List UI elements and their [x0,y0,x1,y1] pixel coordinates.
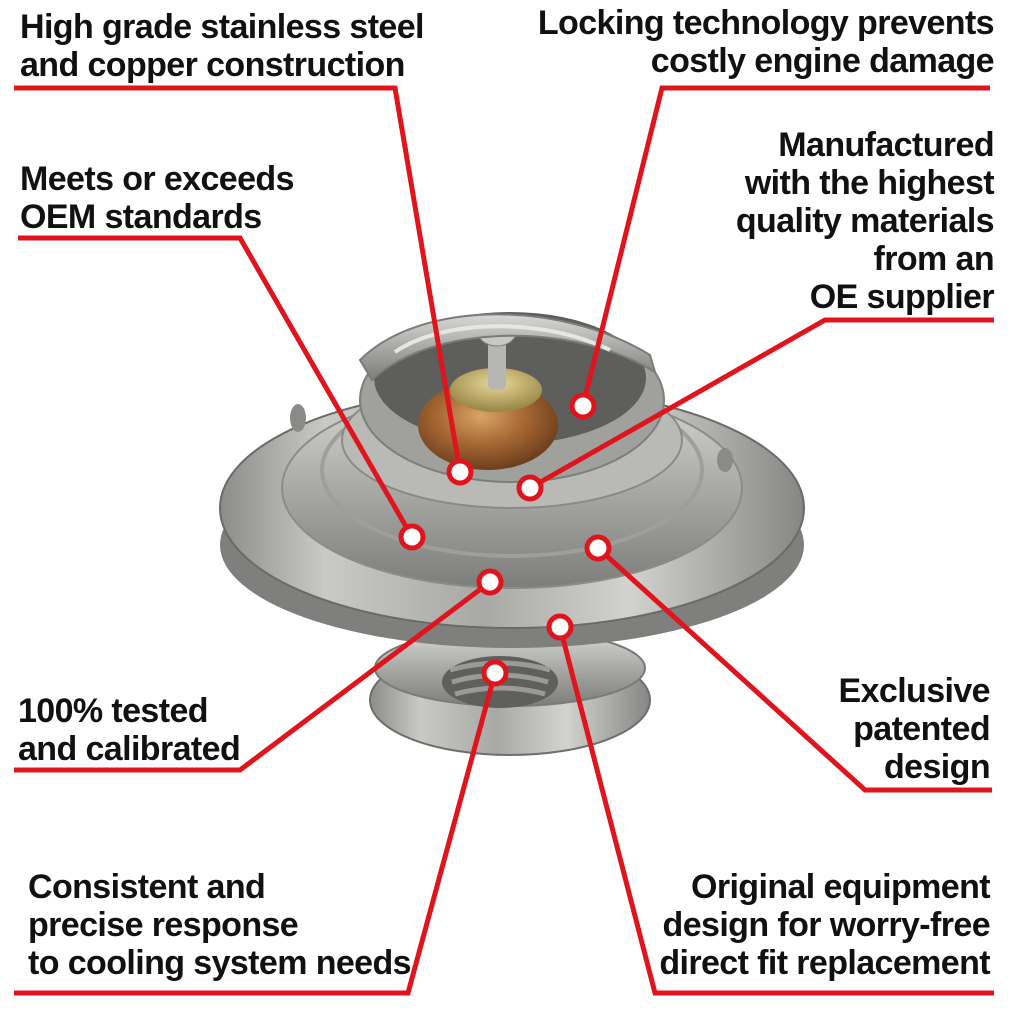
callout-original-leader-line [557,626,994,996]
callout-manufactured-leader-line [528,317,994,491]
callout-dots [398,392,612,687]
lower-cup [369,629,651,756]
callout-patented-leader-line [596,546,992,793]
callout-manufactured-dot [516,474,544,502]
callout-tested-leader-line [14,580,492,773]
callout-tested-dot [476,568,504,596]
callout-original-dot [546,613,574,641]
callout-oem-dot [398,523,426,551]
callout-oem-leader-line [18,235,415,539]
main-flange [219,312,805,648]
callout-locking-leader-line [580,85,990,407]
callout-consistent-dot [481,659,509,687]
callout-stainless-leader-line [14,85,463,473]
callout-consistent-leader-line [14,672,498,996]
callout-locking-dot [569,392,597,420]
callout-stainless-dot [446,458,474,486]
callout-patented-dot [584,534,612,562]
callout-lines [14,85,994,996]
